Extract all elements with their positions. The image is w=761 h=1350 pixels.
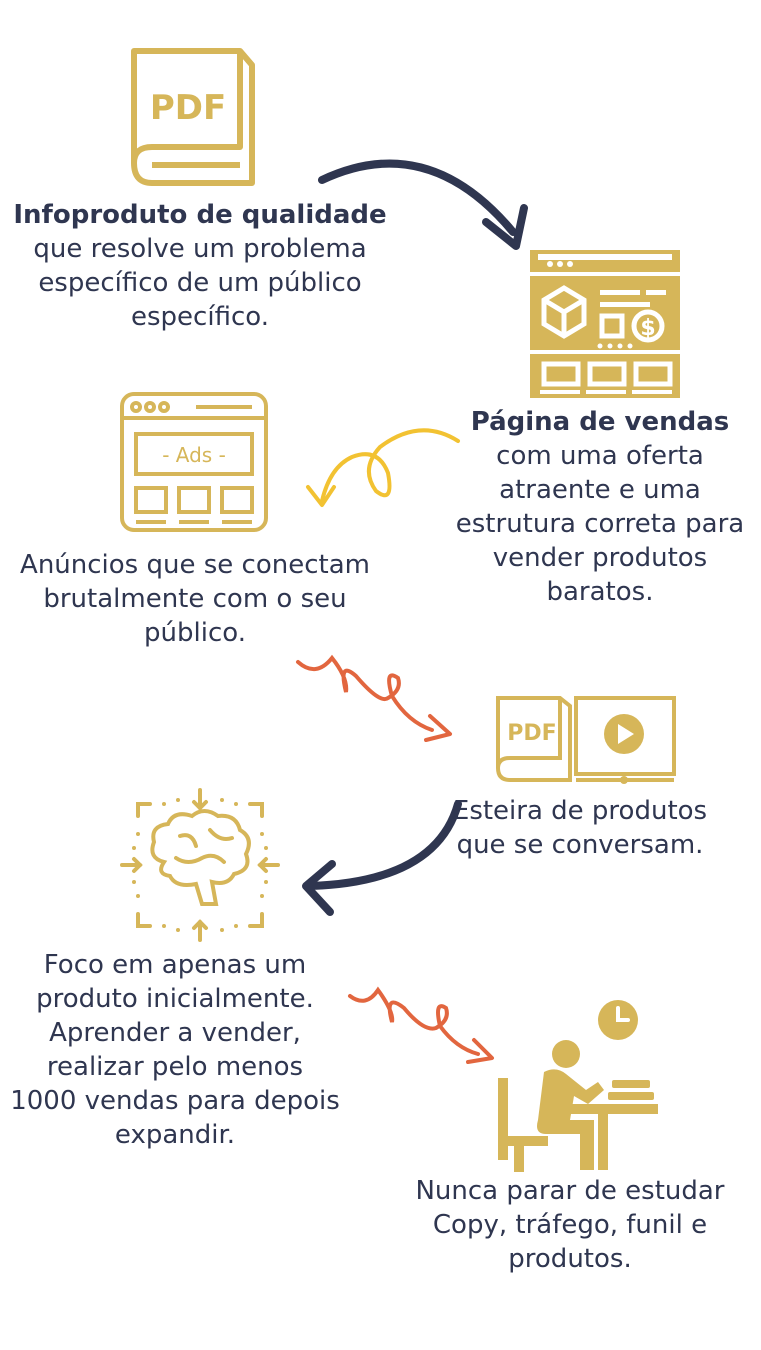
sales-page-icon: $ bbox=[530, 250, 680, 398]
step-6-text: Nunca parar de estudar Copy, tráfego, fu… bbox=[415, 1176, 725, 1274]
step-3-text: Anúncios que se conectam brutalmente com… bbox=[20, 550, 370, 648]
arrow-1-icon bbox=[318, 159, 528, 250]
ads-label: - Ads - bbox=[162, 443, 226, 467]
arrow-3-icon bbox=[296, 654, 452, 742]
step-2-bold: Página de vendas bbox=[470, 407, 730, 437]
step-5-text: Foco em apenas um produto inicialmente. … bbox=[10, 950, 340, 1150]
svg-text:$: $ bbox=[640, 316, 655, 341]
step-1-bold: Infoproduto de qualidade bbox=[13, 200, 387, 230]
ads-window-icon: - Ads - bbox=[120, 392, 268, 532]
arrow-5-icon bbox=[348, 986, 494, 1064]
step-1-text: Infoproduto de qualidade que resolve um … bbox=[0, 198, 400, 334]
pdf-label: PDF bbox=[150, 88, 226, 128]
pdf-video-icon: PDF bbox=[496, 696, 676, 784]
pdf-video-label: PDF bbox=[507, 721, 556, 746]
step-1-rest: que resolve um problema específico de um… bbox=[33, 234, 367, 332]
step-4-text: Esteira de produtos que se conversam. bbox=[452, 796, 708, 860]
arrow-4-icon bbox=[302, 800, 462, 916]
arrow-2-icon bbox=[306, 428, 460, 507]
step-2-text: Página de vendas com uma oferta atraente… bbox=[450, 405, 750, 609]
pdf-book-icon: PDF bbox=[131, 48, 255, 186]
person-studying-icon bbox=[498, 1000, 658, 1172]
brain-focus-icon bbox=[120, 788, 280, 942]
step-2-rest: com uma oferta atraente e uma estrutura … bbox=[455, 441, 745, 607]
